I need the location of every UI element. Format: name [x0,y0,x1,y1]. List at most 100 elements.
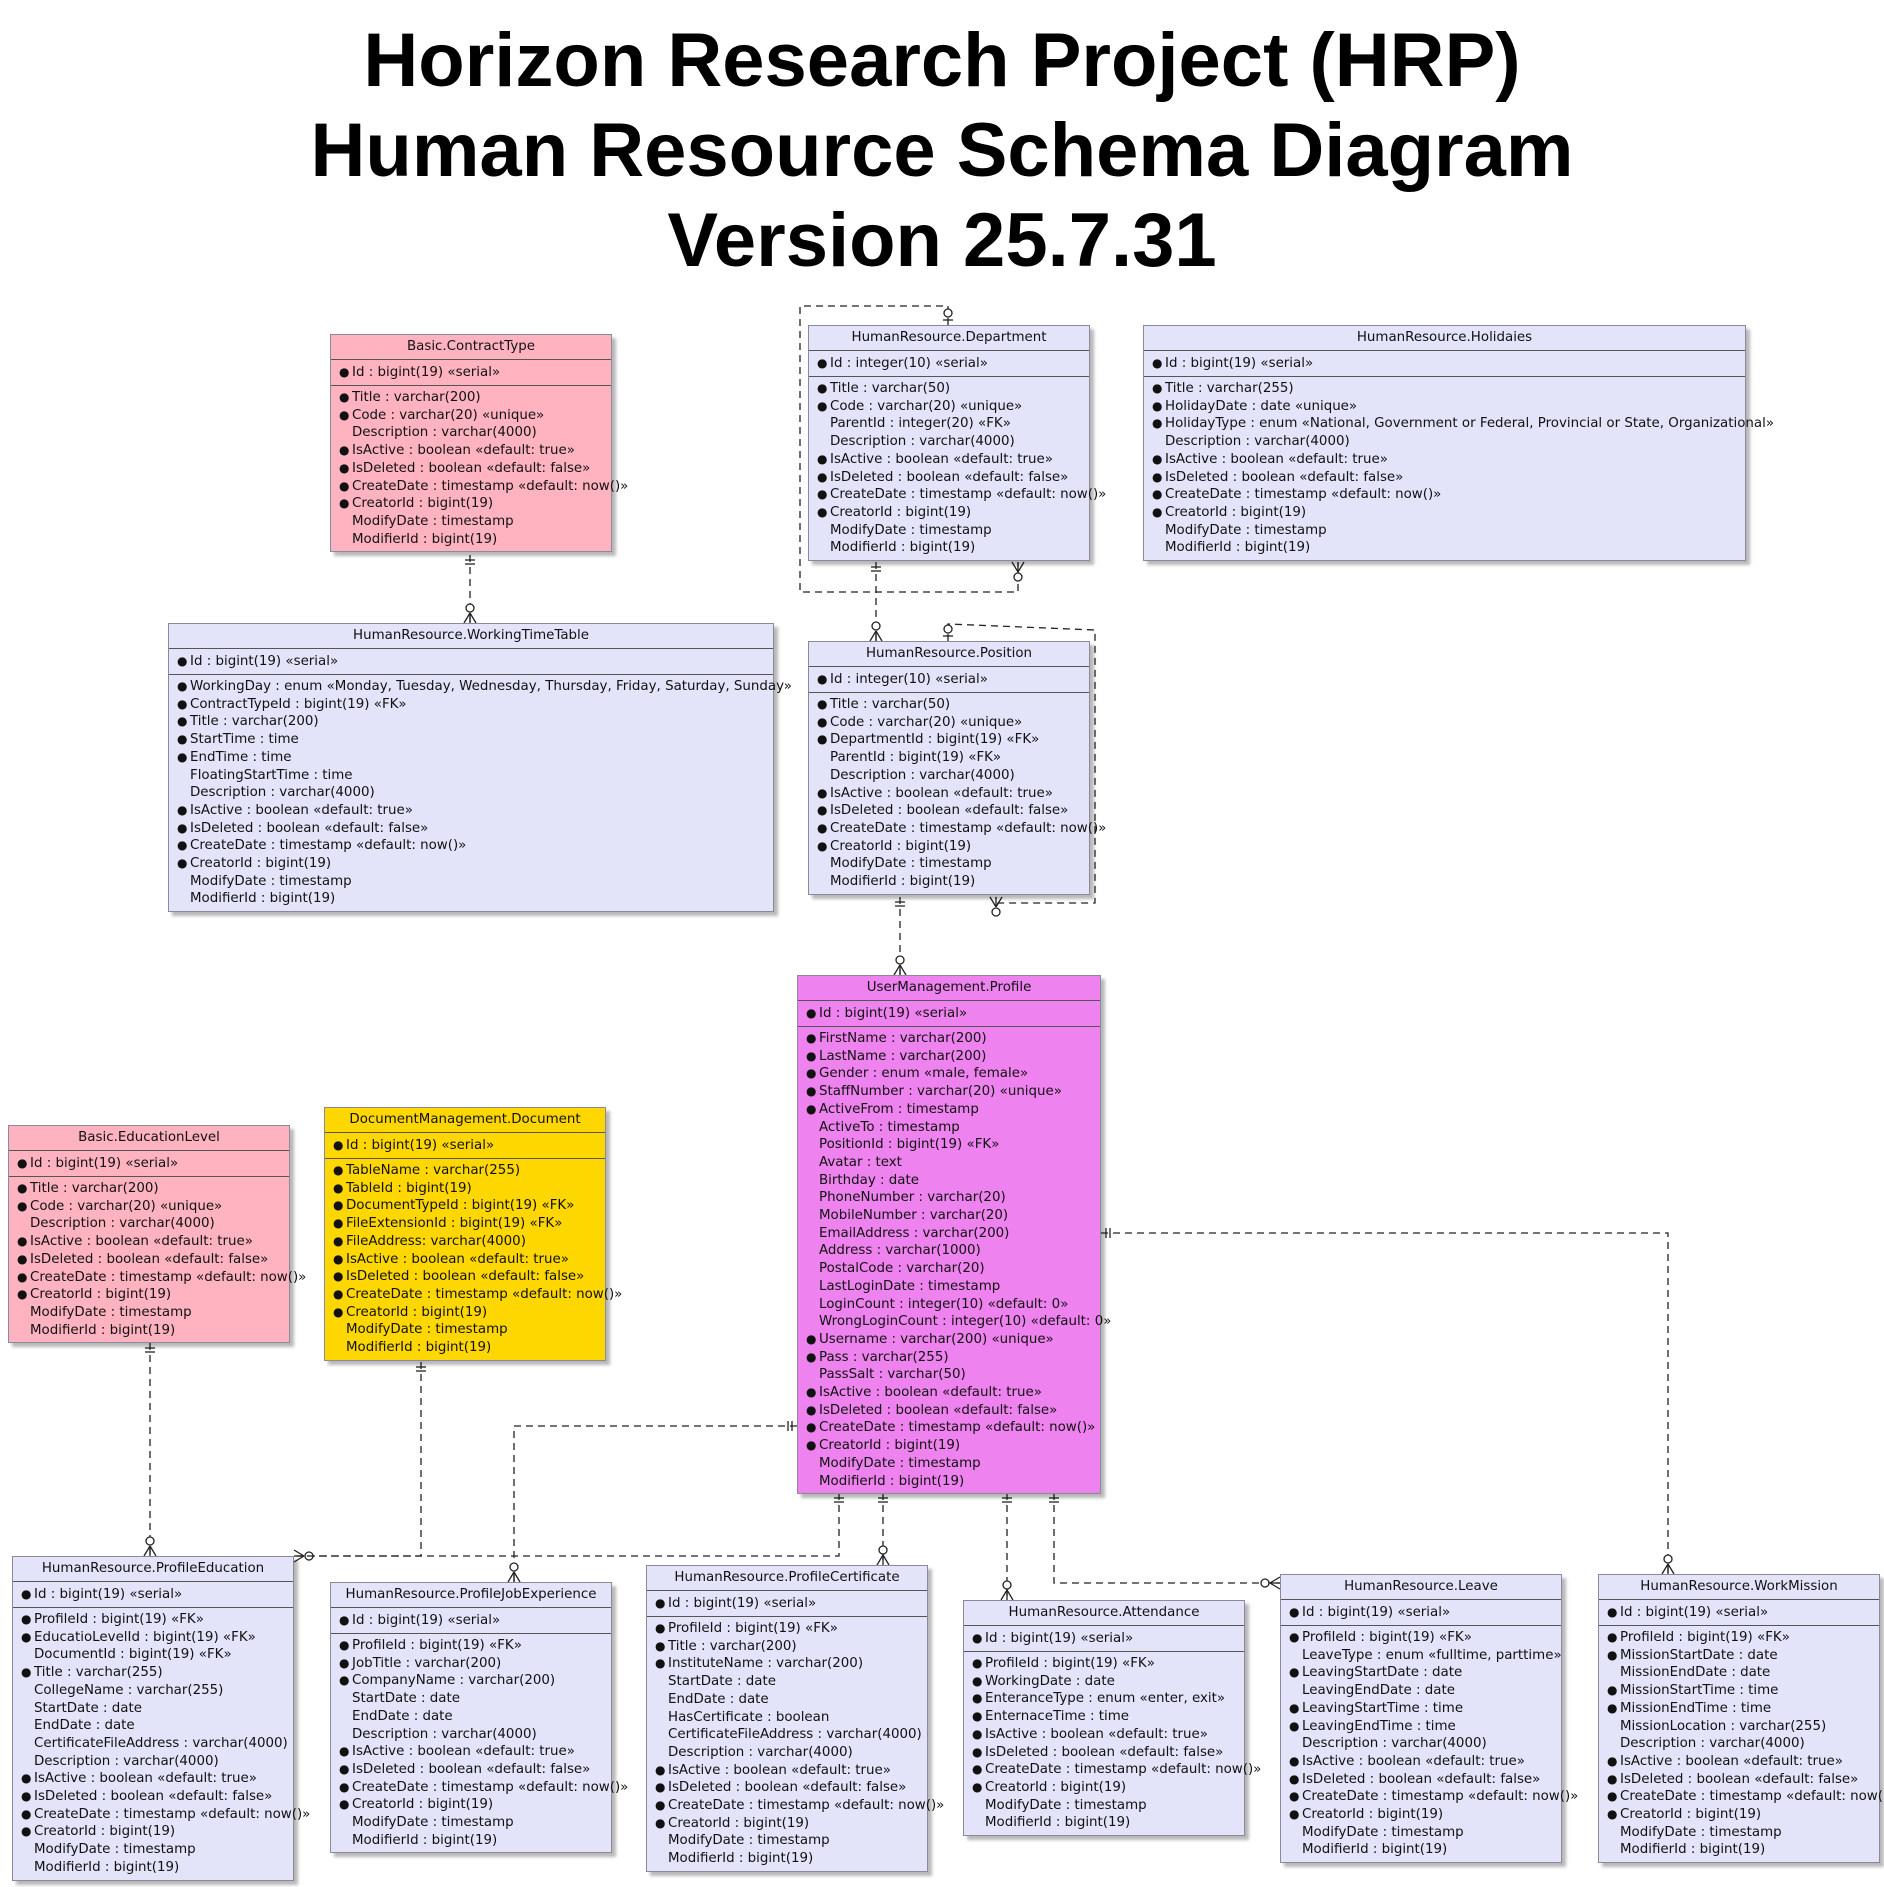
required-dot-icon [1152,451,1165,469]
field-text: IsDeleted : boolean «default: false» [1620,1771,1859,1787]
field-text: StaffNumber : varchar(20) «unique» [819,1084,1062,1100]
field-text: IsActive : boolean «default: true» [830,451,1053,467]
entity-field: CreateDate : timestamp «default: now()» [339,478,628,496]
entity-field: WorkingDay : enum «Monday, Tuesday, Wedn… [177,678,792,696]
required-dot-icon [1152,469,1165,487]
entity-field: CreatorId : bigint(19) [177,855,767,873]
entity-field: CreatorId : bigint(19) [817,504,1083,522]
entity-field: Description : varchar(4000) [655,1744,921,1762]
field-text: MobileNumber : varchar(20) [819,1208,1009,1224]
field-text: ModifierId : bigint(19) [190,891,336,907]
field-text: CreatorId : bigint(19) [985,1779,1127,1795]
required-dot-icon [655,1815,668,1833]
entity-field: ModifyDate : timestamp [339,1814,605,1832]
field-text: CreateDate : timestamp «default: now()» [352,1779,629,1795]
entity-field: ModifierId : bigint(19) [333,1339,599,1357]
field-text: Title : varchar(200) [30,1181,159,1196]
entity-field: CollegeName : varchar(255) [21,1682,287,1700]
field-text: FileAddress: varchar(4000) [346,1233,526,1249]
entity-field: ModifyDate : timestamp [1289,1824,1555,1842]
entity-position[interactable]: HumanResource.PositionId : integer(10) «… [808,641,1106,895]
entity-field: ModifierId : bigint(19) [655,1850,921,1868]
field-text: Gender : enum «male, female» [819,1066,1029,1082]
entity-field: IsDeleted : boolean «default: false» [972,1744,1238,1762]
field-text: CreatorId : bigint(19) [819,1438,961,1454]
relationship-line [300,1493,840,1557]
required-dot-icon [1607,1647,1620,1665]
entity-field: Code : varchar(20) «unique» [339,407,605,425]
field-list: ProfileId : bigint(19) «FK»LeaveType : e… [1281,1626,1578,1862]
entity-workmission[interactable]: HumanResource.WorkMissionId : bigint(19)… [1598,1574,1884,1864]
field-text: IsActive : boolean «default: true» [985,1726,1208,1742]
entity-field: JobTitle : varchar(200) [339,1655,605,1673]
entity-field: IsDeleted : boolean «default: false» [17,1251,283,1269]
entity-field: ModifyDate : timestamp [339,513,605,531]
entity-holidaies[interactable]: HumanResource.HolidaiesId : bigint(19) «… [1143,325,1774,562]
entity-field: Code : varchar(20) «unique» [817,398,1083,416]
field-text: ModifyDate : timestamp [346,1322,508,1338]
entity-field: CreatorId : bigint(19) [655,1815,921,1833]
field-text: IsDeleted : boolean «default: false» [830,803,1069,819]
entity-field: StartDate : date [655,1673,921,1691]
entity-profilecertificate[interactable]: HumanResource.ProfileCertificateId : big… [646,1565,944,1872]
required-dot-icon [817,820,830,838]
crowfoot-mark [989,896,997,908]
field-list: ProfileId : bigint(19) «FK»Title : varch… [647,1617,944,1871]
field-text: ParentId : bigint(19) «FK» [830,750,1002,766]
field-text: PassSalt : varchar(50) [819,1367,966,1383]
field-text: Description : varchar(4000) [1620,1736,1805,1752]
required-dot-icon [177,653,190,670]
entity-userprofile[interactable]: UserManagement.ProfileId : bigint(19) «s… [797,975,1111,1495]
field-text: ModifierId : bigint(19) [819,1473,965,1489]
entity-field: ModifierId : bigint(19) [17,1322,283,1340]
required-dot-icon [177,855,190,873]
entity-field: CreateDate : timestamp «default: now()» [655,1797,944,1815]
required-dot-icon [655,1779,668,1797]
entity-field: IsDeleted : boolean «default: false» [177,820,767,838]
field-text: IsActive : boolean «default: true» [30,1234,253,1250]
required-dot-icon [817,714,830,732]
required-dot-icon [1152,398,1165,416]
field-text: CreatorId : bigint(19) [1620,1807,1762,1823]
field-text: ModifyDate : timestamp [190,873,352,889]
primary-key-section: Id : bigint(19) «serial» [9,1151,289,1177]
entity-field: ModifierId : bigint(19) [817,539,1083,557]
entity-document[interactable]: DocumentManagement.DocumentId : bigint(1… [324,1107,622,1361]
required-dot-icon [1607,1806,1620,1824]
field-text: CreateDate : timestamp «default: now()» [1165,487,1442,503]
field-text: ModifierId : bigint(19) [1165,540,1311,556]
entity-leave[interactable]: HumanResource.LeaveId : bigint(19) «seri… [1280,1574,1578,1864]
field-text: Description : varchar(4000) [830,434,1015,450]
field-text: Code : varchar(20) «unique» [830,398,1023,414]
entity-field: CreateDate : timestamp «default: now()» [817,486,1106,504]
field-text: CertificateFileAddress : varchar(4000) [668,1727,922,1743]
entity-basic-educationlevel[interactable]: Basic.EducationLevelId : bigint(19) «ser… [8,1125,306,1344]
field-text: FloatingStartTime : time [190,767,353,783]
entity-profilejobexperience[interactable]: HumanResource.ProfileJobExperienceId : b… [330,1582,628,1854]
entity-field: Code : varchar(20) «unique» [17,1198,283,1216]
required-dot-icon [817,355,830,372]
entity-profileeducation[interactable]: HumanResource.ProfileEducationId : bigin… [12,1556,310,1881]
field-text: Id : bigint(19) «serial» [30,1156,179,1171]
entity-field: Title : varchar(255) [1152,380,1739,398]
entity-name: HumanResource.ProfileCertificate [647,1566,927,1591]
required-dot-icon [817,486,830,504]
entity-field: StaffNumber : varchar(20) «unique» [806,1083,1094,1101]
field-text: IsDeleted : boolean «default: false» [830,469,1069,485]
field-text: CreateDate : timestamp «default: now()» [830,487,1107,503]
entity-field: CreateDate : timestamp «default: now()» [1607,1788,1884,1806]
field-text: IsActive : boolean «default: true» [352,1744,575,1760]
zero-circle-mark [145,1536,155,1546]
entity-field: ProfileId : bigint(19) «FK» [1289,1629,1555,1647]
entity-field: CreatorId : bigint(19) [1289,1806,1555,1824]
entity-field: CreateDate : timestamp «default: now()» [817,820,1106,838]
crowfoot-mark [293,1549,305,1557]
field-text: IsActive : boolean «default: true» [1165,451,1388,467]
entity-workingtimetable[interactable]: HumanResource.WorkingTimeTableId : bigin… [168,623,792,913]
entity-attendance[interactable]: HumanResource.AttendanceId : bigint(19) … [963,1600,1261,1837]
entity-basic-contracttype[interactable]: Basic.ContractTypeId : bigint(19) «seria… [330,334,628,553]
entity-field: CreateDate : timestamp «default: now()» [177,837,767,855]
entity-field: CreatorId : bigint(19) [339,1796,605,1814]
entity-field: CreateDate : timestamp «default: now()» [21,1806,310,1824]
entity-department[interactable]: HumanResource.DepartmentId : integer(10)… [808,325,1106,562]
